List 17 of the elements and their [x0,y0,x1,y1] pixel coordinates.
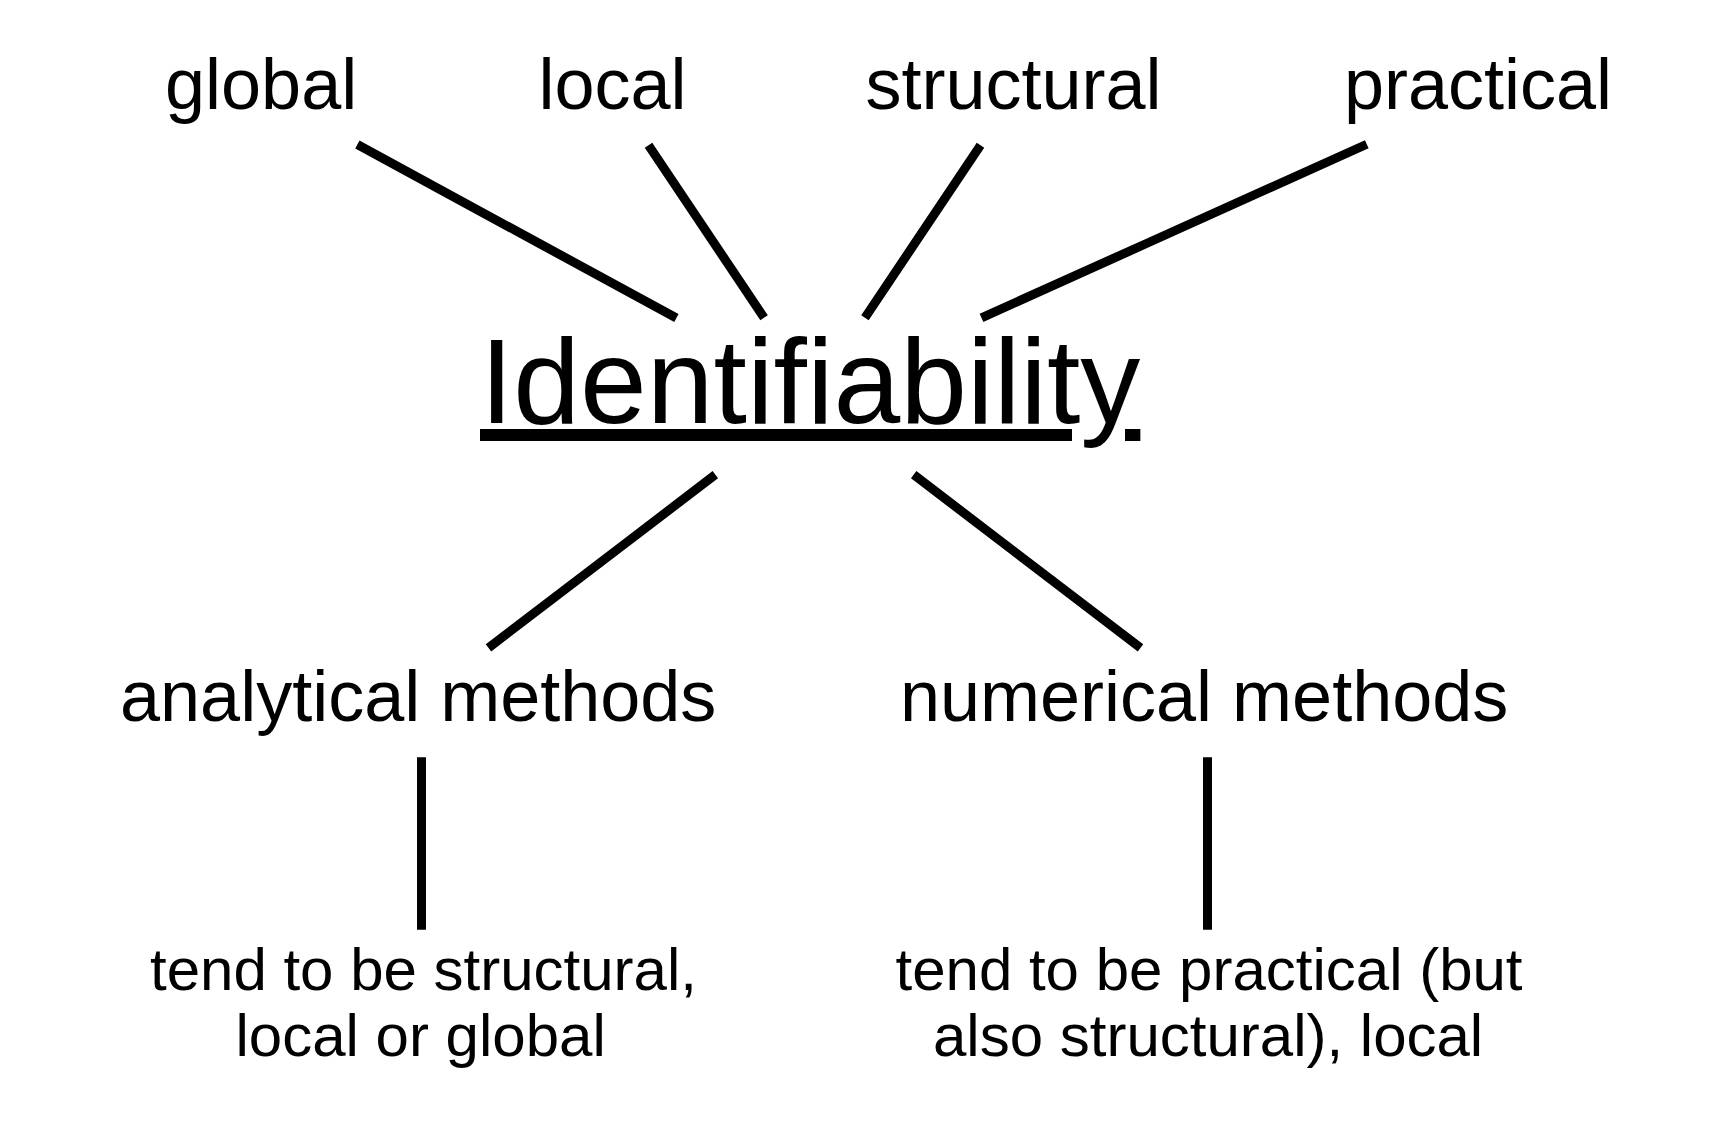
connector [979,140,1369,322]
node-text: tend to be practical (but also structural), local [895,936,1523,1069]
connector [910,471,1143,652]
node-text: Identifiability [479,314,1140,448]
node-text: analytical methods [119,655,716,736]
node-text: structural [865,43,1162,124]
connector [1202,757,1212,930]
node-text: practical [1343,43,1612,124]
node-text: numerical methods [899,655,1508,736]
node-text: local [538,43,687,124]
connector [416,757,426,930]
connector [644,142,768,321]
connector [354,140,679,322]
connector [860,142,984,321]
node-text: tend to be structural, local or global [149,936,697,1069]
connector [485,471,718,652]
node-text: global [164,43,357,124]
